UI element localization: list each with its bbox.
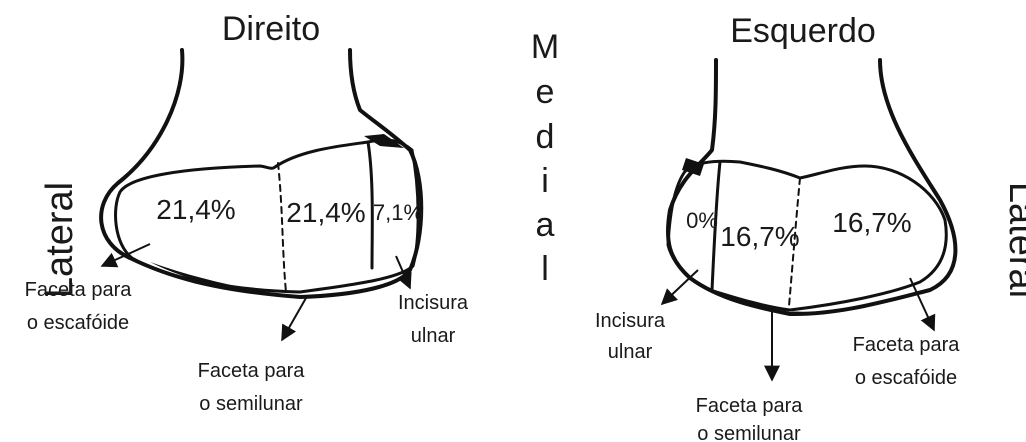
medial-letter-6: l [541, 250, 549, 288]
right-scaphoid-label-line1: Faceta para [25, 279, 133, 301]
left-wrist-title: Esquerdo [730, 12, 876, 50]
right-lunate-label-line2: o semilunar [199, 393, 303, 415]
left-lateral-label: Lateral [1001, 182, 1026, 298]
left-scaphoid-label-line1: Faceta para [853, 334, 961, 356]
right-wrist-diagram: Direito Lateral 21,4% 21,4% 7,1% Faceta … [25, 10, 469, 415]
left-lunate-percentage: 16,7% [720, 221, 799, 252]
right-lunate-label-line1: Faceta para [198, 360, 306, 382]
right-ulnar-label-line1: Incisura [398, 292, 469, 314]
left-scaphoid-arrow [910, 278, 934, 330]
left-scaphoid-label-line2: o escafóide [855, 367, 957, 389]
right-wrist-title: Direito [222, 10, 320, 48]
right-lunate-arrow [282, 298, 306, 340]
left-lunate-label-line1: Faceta para [696, 395, 804, 417]
right-facet-divider-dashed [278, 163, 286, 292]
medial-letter-2: e [536, 73, 555, 111]
medial-letter-1: M [531, 28, 559, 66]
left-scaphoid-percentage: 16,7% [832, 207, 911, 238]
medial-vertical-label: M e d i a l [531, 28, 559, 288]
medial-letter-4: i [541, 162, 549, 200]
right-lunate-percentage: 21,4% [286, 197, 365, 228]
left-wrist-side-label: Lateral [1001, 182, 1026, 298]
right-ulnar-label-line2: ulnar [411, 325, 456, 347]
right-facet-divider-ulnar [368, 142, 372, 268]
left-radius-outline [668, 60, 956, 314]
left-ulnar-label-line2: ulnar [608, 341, 653, 363]
left-ulnar-arrow [662, 270, 698, 304]
left-ulnar-percentage: 0% [686, 208, 718, 233]
left-wrist-diagram: Esquerdo Lateral 0% 16,7% 16,7% Incisura… [595, 12, 1026, 442]
left-ulnar-label-line1: Incisura [595, 310, 666, 332]
medial-letter-5: a [536, 206, 555, 244]
right-scaphoid-label-line2: o escafóide [27, 312, 129, 334]
left-lunate-label-line2: o semilunar [697, 423, 801, 442]
right-scaphoid-percentage: 21,4% [156, 194, 235, 225]
right-ulnar-percentage: 7,1% [373, 200, 423, 225]
medial-letter-3: d [536, 118, 555, 156]
